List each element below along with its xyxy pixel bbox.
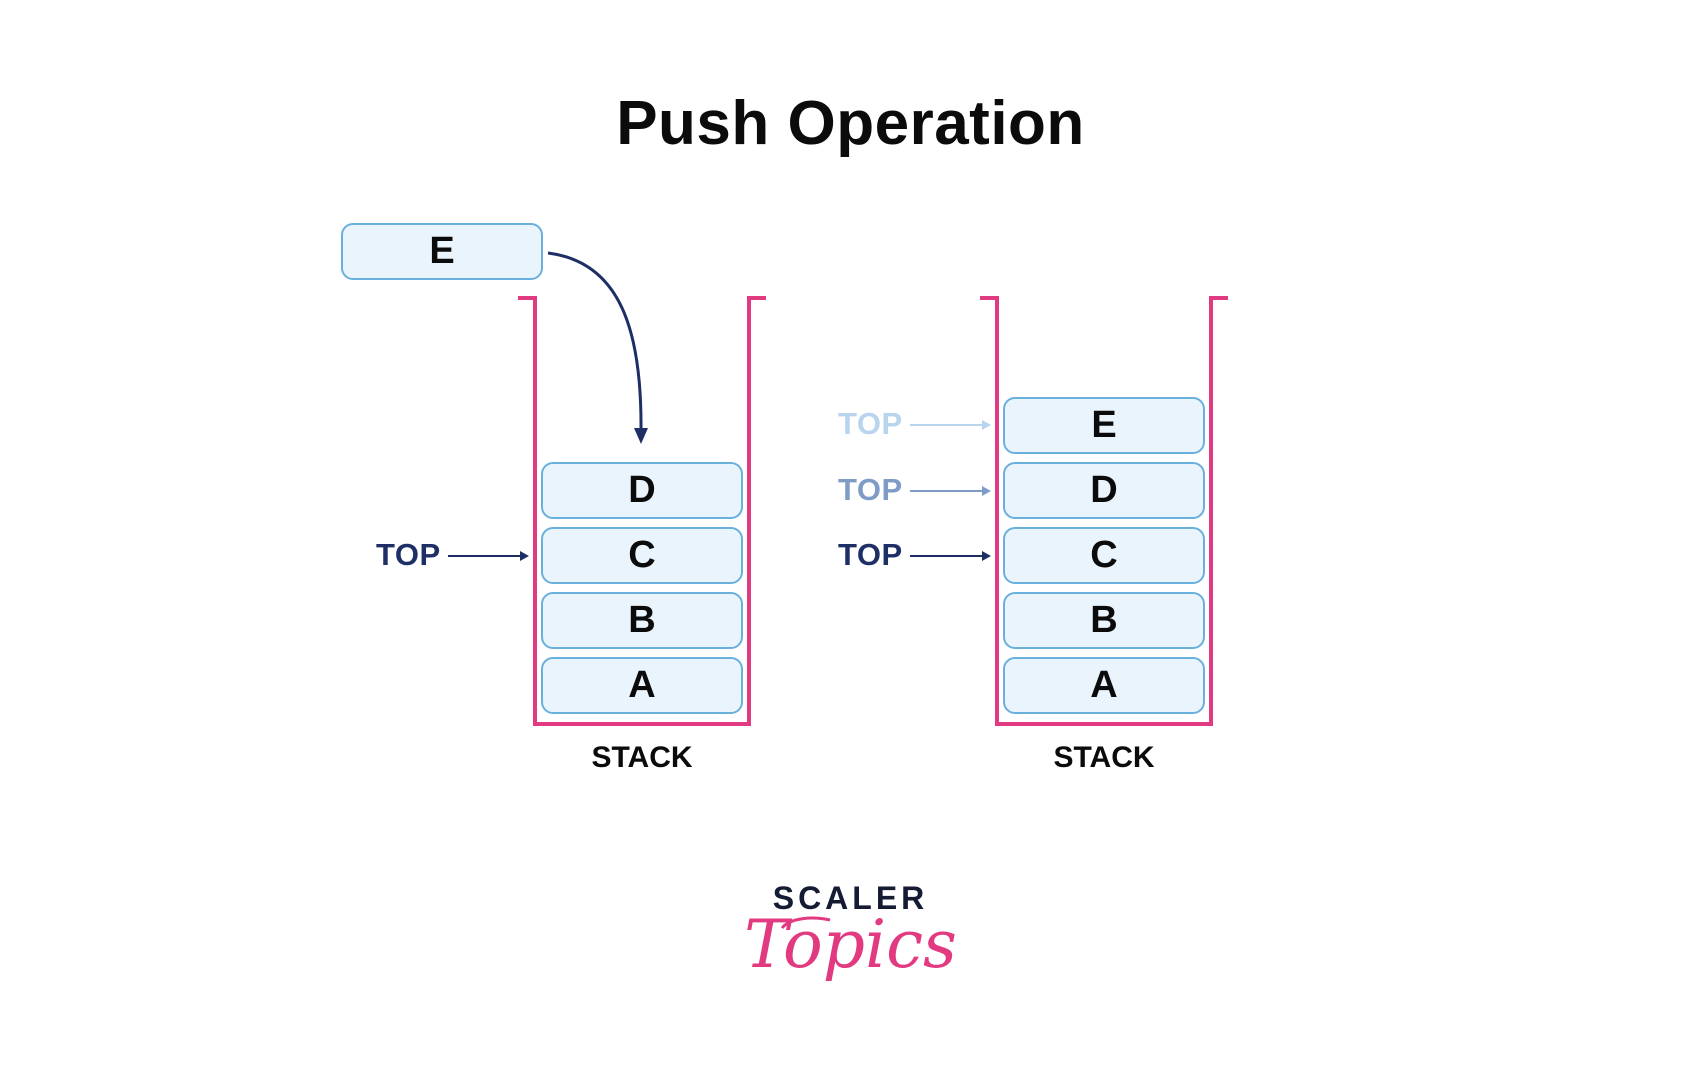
- right-top-pointer-label-c: TOP: [838, 537, 903, 572]
- left-top-pointer-label: TOP: [376, 537, 441, 572]
- right-top-pointer-label-e: TOP: [838, 406, 903, 441]
- page-title: Push Operation: [616, 89, 1085, 158]
- incoming-element-e: E: [341, 223, 543, 280]
- left-stack-cell-d: D: [541, 462, 743, 519]
- left-stack-cell-b: B: [541, 592, 743, 649]
- right-stack-cell-a: A: [1003, 657, 1205, 714]
- right-top-pointer-label-d: TOP: [838, 472, 903, 507]
- right-stack-container: [980, 296, 1228, 726]
- right-top-arrow-c-head: [982, 551, 991, 561]
- right-stack-cell-b: B: [1003, 592, 1205, 649]
- right-stack-cell-e: E: [1003, 397, 1205, 454]
- left-stack-cell-a: A: [541, 657, 743, 714]
- logo-swash: [780, 916, 831, 930]
- push-arrow: [547, 251, 643, 433]
- logo-scaler-word: SCALER: [772, 880, 929, 916]
- right-stack-cell-c: C: [1003, 527, 1205, 584]
- right-top-arrow-e-head: [982, 420, 991, 430]
- left-stack-container: [518, 296, 766, 726]
- left-top-arrow-head: [520, 551, 529, 561]
- right-top-arrow-d-head: [982, 486, 991, 496]
- logo-topics-script: Topics: [744, 906, 957, 983]
- left-stack-label: STACK: [591, 741, 693, 774]
- right-stack-label: STACK: [1053, 741, 1155, 774]
- left-stack-cell-c: C: [541, 527, 743, 584]
- push-arrow-head: [634, 428, 648, 444]
- right-stack-cell-d: D: [1003, 462, 1205, 519]
